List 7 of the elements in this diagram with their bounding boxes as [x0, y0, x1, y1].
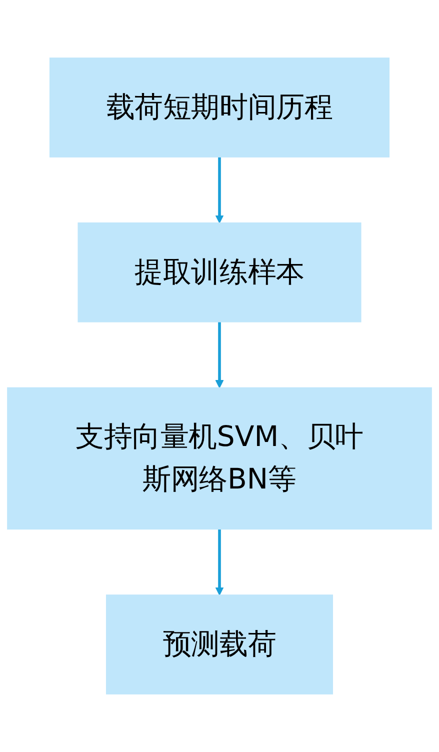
arrow — [215, 529, 224, 596]
node-box: 预测载荷 — [106, 594, 334, 694]
arrow — [215, 322, 224, 388]
node-box: 提取训练样本 — [78, 222, 362, 322]
node-box: 载荷短期时间历程 — [49, 58, 390, 158]
node-box: 支持向量机SVM、贝叶斯网络BN等 — [7, 387, 432, 530]
arrow — [215, 156, 224, 224]
